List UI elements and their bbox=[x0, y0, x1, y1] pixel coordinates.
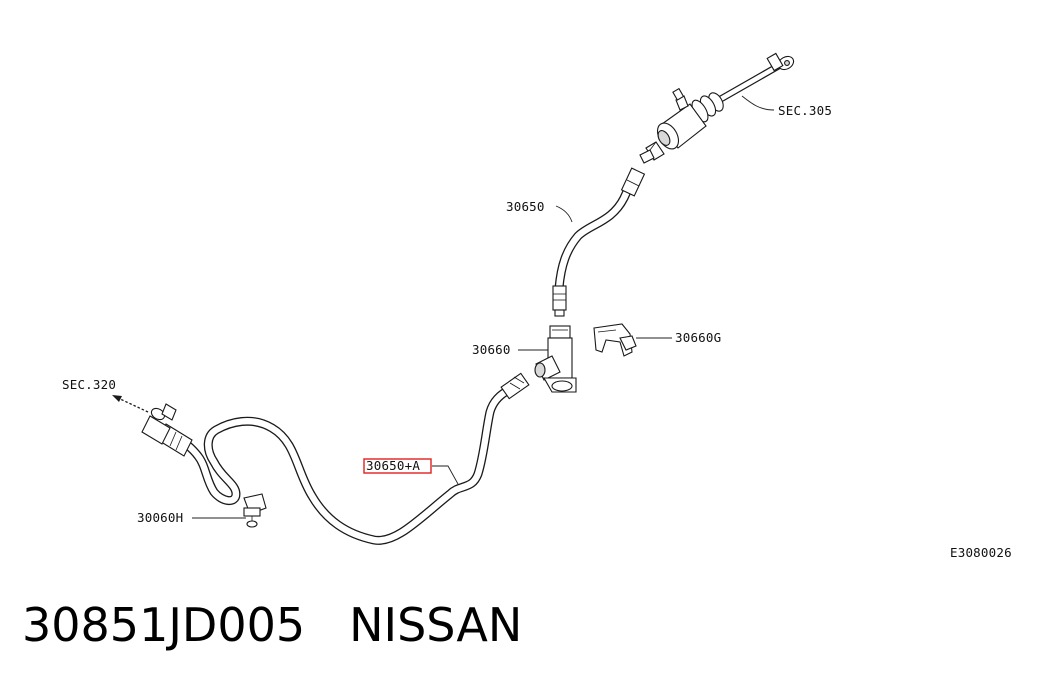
label-sec-320: SEC.320 bbox=[62, 377, 116, 392]
pipe-30650 bbox=[552, 167, 646, 317]
label-30660: 30660 bbox=[472, 342, 511, 357]
part-number: 30851JD005 bbox=[22, 598, 306, 652]
clip-30060h bbox=[243, 493, 267, 528]
master-cylinder bbox=[639, 52, 795, 164]
clip-30660g bbox=[593, 323, 637, 357]
caption: 30851JD005 NISSAN bbox=[22, 598, 522, 652]
hose-30650a bbox=[141, 372, 530, 545]
label-30060h: 30060H bbox=[137, 510, 183, 525]
figure-code: E3080026 bbox=[950, 545, 1012, 560]
sec-320-arrow bbox=[112, 395, 149, 413]
label-30650: 30650 bbox=[506, 199, 545, 214]
label-30650a: 30650+A bbox=[366, 458, 420, 473]
brand-name: NISSAN bbox=[349, 598, 523, 652]
connector-30660 bbox=[534, 325, 577, 393]
label-30660g: 30660G bbox=[675, 330, 721, 345]
highlight-box bbox=[363, 458, 432, 474]
label-sec-305: SEC.305 bbox=[778, 103, 832, 118]
leader-lines bbox=[192, 95, 775, 519]
